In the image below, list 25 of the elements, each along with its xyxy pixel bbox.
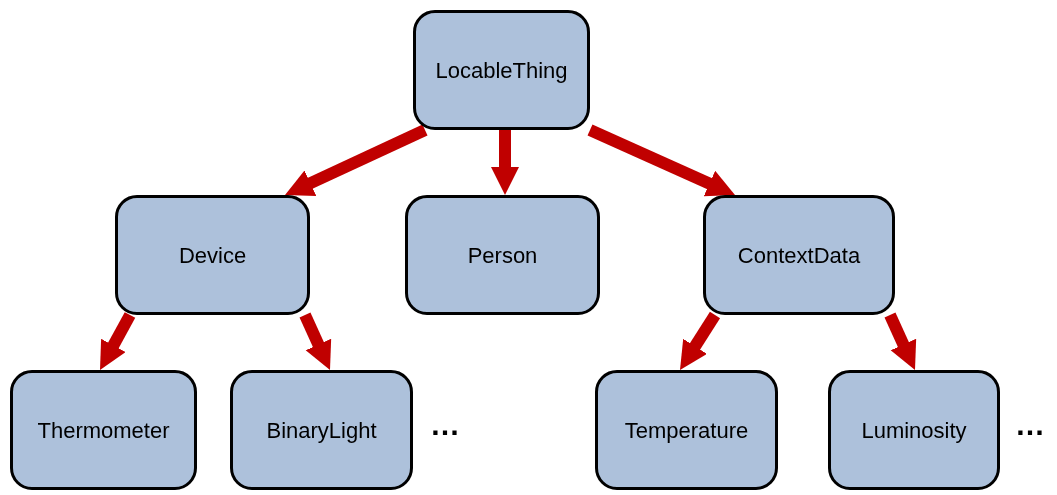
- class-name: Temperature: [624, 416, 749, 445]
- class-name: Thermometer: [37, 416, 170, 445]
- class-box: [115, 195, 310, 315]
- class-name: Person: [467, 241, 538, 270]
- arrow: [680, 311, 721, 370]
- ellipsis-text: …: [1015, 410, 1045, 440]
- arrow: [491, 130, 519, 195]
- arrow: [884, 312, 917, 370]
- class-box: [595, 370, 778, 490]
- class-box: [413, 10, 590, 130]
- class-box: [230, 370, 413, 490]
- class-box: [828, 370, 1000, 490]
- class-name: Device: [178, 241, 247, 270]
- arrow: [285, 124, 428, 196]
- class-box: [405, 195, 600, 315]
- arrow: [100, 312, 136, 370]
- class-name: Luminosity: [861, 416, 967, 445]
- class-box: [703, 195, 895, 315]
- ellipsis-text: …: [430, 410, 460, 440]
- class-name: LocableThing: [435, 56, 568, 85]
- class-name: ContextData: [737, 241, 861, 270]
- class-box: [10, 370, 197, 490]
- arrow: [299, 312, 332, 370]
- arrow: [587, 124, 735, 197]
- class-name: BinaryLight: [266, 416, 377, 445]
